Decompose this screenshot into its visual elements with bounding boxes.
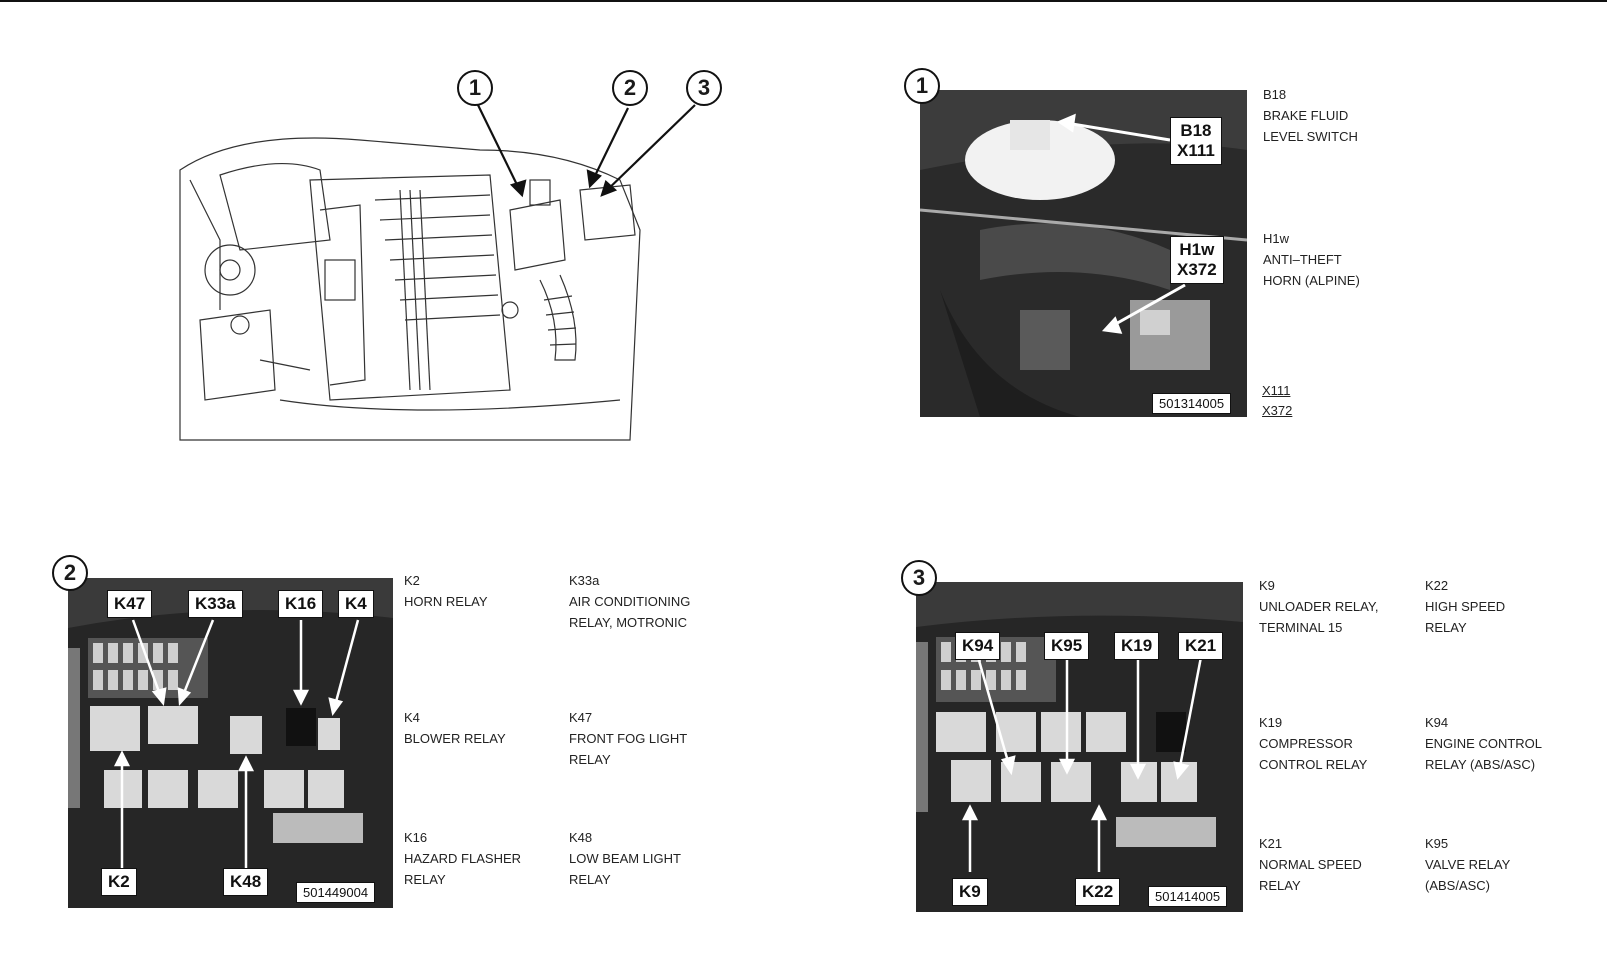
legend-desc: LOW BEAM LIGHT RELAY — [569, 851, 681, 887]
legend-h1w: H1w ANTI–THEFT HORN (ALPINE) — [1263, 228, 1433, 291]
tag-line: X111 — [1177, 141, 1215, 160]
legend-desc: ENGINE CONTROL RELAY (ABS/ASC) — [1425, 736, 1543, 772]
legend-desc: HORN RELAY — [404, 594, 488, 609]
legend-desc: ANTI–THEFT HORN (ALPINE) — [1263, 252, 1360, 288]
tag-k22: K22 — [1075, 878, 1121, 906]
tag-line: H1w — [1179, 240, 1215, 259]
tag-k9: K9 — [952, 878, 988, 906]
callout-1: 1 — [457, 70, 493, 106]
connector-list: X111 X372 — [1262, 381, 1292, 421]
photo-relay-box-2 — [68, 578, 393, 908]
legend-k22: K22 HIGH SPEED RELAY — [1425, 575, 1595, 638]
tag-k94: K94 — [955, 632, 1001, 660]
tag-k16: K16 — [278, 590, 324, 618]
legend-desc: BLOWER RELAY — [404, 731, 506, 746]
panel2-number: 2 — [52, 555, 88, 591]
legend-desc: HAZARD FLASHER RELAY — [404, 851, 522, 887]
tag-k19: K19 — [1114, 632, 1160, 660]
legend-desc: COMPRESSOR CONTROL RELAY — [1259, 736, 1368, 772]
tag-k95: K95 — [1044, 632, 1090, 660]
photo-id-panel1: 501314005 — [1152, 393, 1232, 414]
legend-k33a: K33a AIR CONDITIONING RELAY, MOTRONIC — [569, 570, 739, 633]
legend-code: K19 — [1259, 715, 1283, 730]
legend-k4: K4 BLOWER RELAY — [404, 707, 574, 749]
tag-k21: K21 — [1178, 632, 1224, 660]
tag-h1w-x372: H1w X372 — [1170, 236, 1224, 284]
panel1-number: 1 — [904, 68, 940, 104]
legend-code: K95 — [1425, 836, 1449, 851]
legend-code: K16 — [404, 830, 428, 845]
legend-code: K47 — [569, 710, 593, 725]
callout-2: 2 — [612, 70, 648, 106]
legend-k95: K95 VALVE RELAY (ABS/ASC) — [1425, 833, 1595, 896]
tag-b18-x111: B18 X111 — [1170, 117, 1222, 165]
engine-bay-illustration — [179, 104, 696, 441]
tag-k2: K2 — [101, 868, 137, 896]
tag-k4: K4 — [338, 590, 374, 618]
legend-desc: HIGH SPEED RELAY — [1425, 599, 1506, 635]
tag-line: X372 — [1177, 260, 1217, 279]
legend-b18: B18 BRAKE FLUID LEVEL SWITCH — [1263, 84, 1433, 147]
tag-k48: K48 — [223, 868, 269, 896]
legend-k94: K94 ENGINE CONTROL RELAY (ABS/ASC) — [1425, 712, 1595, 775]
legend-k9: K9 UNLOADER RELAY, TERMINAL 15 — [1259, 575, 1429, 638]
legend-desc: UNLOADER RELAY, TERMINAL 15 — [1259, 599, 1379, 635]
callout-3: 3 — [686, 70, 722, 106]
legend-k47: K47 FRONT FOG LIGHT RELAY — [569, 707, 739, 770]
photo-id-panel3: 501414005 — [1148, 886, 1228, 907]
legend-desc: BRAKE FLUID LEVEL SWITCH — [1263, 108, 1358, 144]
tag-line: B18 — [1180, 121, 1212, 140]
legend-desc: VALVE RELAY (ABS/ASC) — [1425, 857, 1511, 893]
photo-brake-fluid-area — [920, 90, 1247, 417]
legend-k2: K2 HORN RELAY — [404, 570, 574, 612]
legend-k16: K16 HAZARD FLASHER RELAY — [404, 827, 574, 890]
legend-desc: NORMAL SPEED RELAY — [1259, 857, 1362, 893]
legend-code: K22 — [1425, 578, 1449, 593]
photo-id-panel2: 501449004 — [296, 882, 376, 903]
legend-desc: FRONT FOG LIGHT RELAY — [569, 731, 688, 767]
legend-code: K33a — [569, 573, 600, 588]
legend-code: K4 — [404, 710, 420, 725]
tag-k33a: K33a — [188, 590, 243, 618]
legend-code: H1w — [1263, 231, 1290, 246]
legend-k19: K19 COMPRESSOR CONTROL RELAY — [1259, 712, 1429, 775]
top-rule — [0, 0, 1607, 2]
connector-x111: X111 — [1262, 383, 1291, 398]
legend-desc: AIR CONDITIONING RELAY, MOTRONIC — [569, 594, 691, 630]
legend-code: K21 — [1259, 836, 1283, 851]
panel3-number: 3 — [901, 560, 937, 596]
legend-code: K48 — [569, 830, 593, 845]
legend-k21: K21 NORMAL SPEED RELAY — [1259, 833, 1429, 896]
connector-x372: X372 — [1262, 403, 1293, 418]
legend-k48: K48 LOW BEAM LIGHT RELAY — [569, 827, 739, 890]
legend-code: B18 — [1263, 87, 1287, 102]
legend-code: K2 — [404, 573, 420, 588]
legend-code: K94 — [1425, 715, 1449, 730]
legend-code: K9 — [1259, 578, 1275, 593]
tag-k47: K47 — [107, 590, 153, 618]
